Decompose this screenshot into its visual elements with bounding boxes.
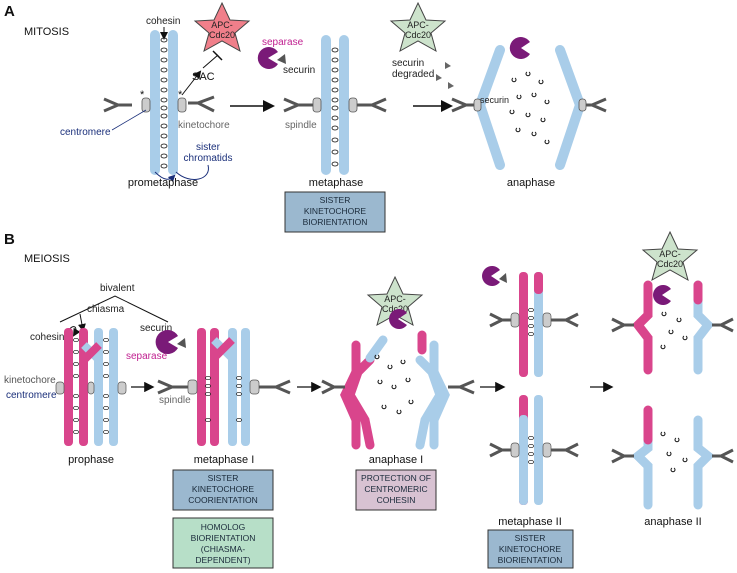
anaphase-ii-lower [631,405,715,510]
stage-prophase: prophase [68,454,114,466]
securin-label-a2: securin [480,95,509,105]
box-sister-kinetochore-biorientation-b: SISTER KINETOCHORE BIORIENTATION [487,529,574,569]
cohesin-label-a: cohesin [146,16,180,27]
svg-text:Cdc20: Cdc20 [657,259,683,269]
star-left: * [140,89,145,101]
spindle-label-b: spindle [159,395,191,406]
svg-text:PROTECTION OF: PROTECTION OF [361,473,431,483]
anaphase-i-chromosomes [340,330,450,450]
svg-text:SISTER: SISTER [320,195,351,205]
svg-text:APC-: APC- [659,249,681,259]
sister-chromatids-label-2: chromatids [184,153,233,164]
panel-b-title: MEIOSIS [24,253,70,265]
star-right: * [178,89,183,101]
svg-text:Cdc20: Cdc20 [405,30,431,40]
metaphase-i-bivalent [187,328,260,446]
panel-a-letter: A [4,3,15,20]
prometaphase-spindle-poles [103,95,215,113]
svg-text:APC-: APC- [384,294,406,304]
centromere-label-b: centromere [6,390,57,401]
svg-text:KINETOCHORE: KINETOCHORE [499,544,562,554]
stage-metaphase-i: metaphase I [194,454,255,466]
prometaphase-chromosome [141,30,187,175]
stage-metaphase: metaphase [309,177,363,189]
cohesin-label-b: cohesin [30,332,64,343]
cleaved-cohesin-a [509,71,550,145]
prophase-bivalent [55,328,127,446]
panel-a-title: MITOSIS [24,26,69,38]
cleaved-cohesin-b2 [660,311,688,473]
metaphase-i-spindle [157,379,291,395]
stage-anaphase-ii: anaphase II [644,516,702,528]
separase-label-a: separase [262,37,304,48]
svg-text:SISTER: SISTER [515,533,546,543]
box-sister-kinetochore-biorientation-a: SISTER KINETOCHORE BIORIENTATION [284,191,386,233]
separase-pacman-b [155,330,186,354]
svg-text:BIORIENTATION: BIORIENTATION [498,555,563,565]
svg-text:BIORIENTATION: BIORIENTATION [191,533,256,543]
securin-label-a: securin [283,65,315,76]
separase-pacman-b4 [652,285,671,305]
box-protection-centromeric-cohesin: PROTECTION OF CENTROMERIC COHESIN [355,469,437,511]
anaphase-a-chromatids [474,45,586,170]
anaphase-ii-upper [632,280,714,375]
svg-text:COHESIN: COHESIN [377,495,416,505]
centromere-label-a: centromere [60,127,111,138]
svg-text:DEPENDENT): DEPENDENT) [195,555,250,565]
securin-degraded-1: securin [392,58,424,69]
anaphase-ii-spindle [611,317,734,464]
spindle-label-a: spindle [285,120,317,131]
svg-text:COORIENTATION: COORIENTATION [188,495,258,505]
stage-metaphase-ii: metaphase II [498,516,562,528]
apc-red-label-1: APC- [211,20,233,30]
svg-text:(CHIASMA-: (CHIASMA- [201,544,246,554]
cleaved-cohesin-b1 [374,354,414,415]
securin-label-b: securin [140,323,172,334]
chiasma-label: chiasma [87,304,125,315]
apc-cdc20-red-star: APC- Cdc20 [193,1,251,53]
svg-text:KINETOCHORE: KINETOCHORE [192,484,255,494]
metaphase-chromosome [312,35,358,175]
apc-cdc20-green-star-b2: APC- Cdc20 [641,230,699,282]
box-homolog-biorientation: HOMOLOG BIORIENTATION (CHIASMA- DEPENDEN… [172,517,274,569]
box-sister-kinetochore-coorientation: SISTER KINETOCHORE COORIENTATION [172,469,274,511]
kinetochore-label-b: kinetochore [4,375,56,386]
securin-fragments [436,62,454,89]
svg-text:HOMOLOG: HOMOLOG [201,522,245,532]
bivalent-label: bivalent [100,283,135,294]
apc-red-label-2: Cdc20 [209,30,235,40]
kinetochore-label-a: kinetochore [178,120,230,131]
securin-degraded-2: degraded [392,69,434,80]
panel-b-letter: B [4,231,15,248]
separase-pacman-a2 [509,37,530,60]
metaphase-ii-lower [510,395,552,505]
apc-cdc20-green-star-a: APC- Cdc20 [389,1,447,53]
stage-anaphase-i: anaphase I [369,454,423,466]
anaphase-i-spindle [321,379,475,395]
stage-anaphase: anaphase [507,177,555,189]
svg-text:BIORIENTATION: BIORIENTATION [303,217,368,227]
stage-prometaphase: prometaphase [128,177,198,189]
separase-pacman-b2 [389,309,407,329]
svg-text:CENTROMERIC: CENTROMERIC [364,484,427,494]
separase-pacman-b3 [482,266,507,286]
separase-label-b: separase [126,351,168,362]
sister-chromatids-label-1: sister [196,142,221,153]
svg-text:Cdc20: Cdc20 [382,304,408,314]
svg-text:APC-: APC- [407,20,429,30]
separase-pacman-a [257,47,286,69]
svg-text:SISTER: SISTER [208,473,239,483]
metaphase-spindle [283,97,387,113]
sac-label: SAC [192,71,215,83]
svg-text:KINETOCHORE: KINETOCHORE [304,206,367,216]
metaphase-ii-upper [510,272,552,377]
metaphase-ii-spindle [489,312,579,458]
